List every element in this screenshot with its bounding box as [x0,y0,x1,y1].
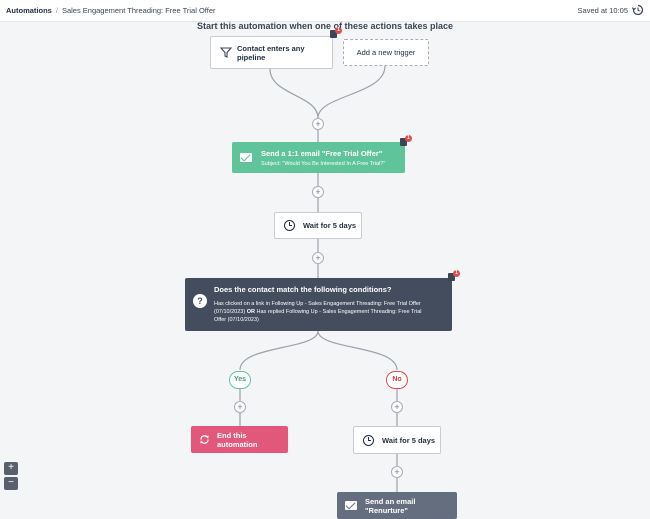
condition-or: OR [246,309,255,315]
condition-step[interactable]: ? Does the contact match the following c… [185,278,452,331]
end-icon [200,435,209,444]
end-automation-step[interactable]: End this automation [191,426,288,453]
add-step-button-no-2[interactable]: + [391,466,403,478]
email-2-label: Send an email "Renurture" [365,496,416,515]
email-icon [240,153,252,162]
breadcrumb-current: Sales Engagement Threading: Free Trial O… [61,6,216,15]
history-icon[interactable] [632,4,644,16]
condition-replied: Has replied Following Up - Sales Engagem… [256,309,422,315]
note-icon [330,30,337,38]
add-step-button[interactable]: + [312,186,324,198]
wait-step[interactable]: Wait for 5 days [274,212,362,239]
condition-date-1: (07/10/2023) [214,309,246,315]
condition-title: Does the contact match the following con… [214,285,392,294]
badge-count: 1 [405,135,412,142]
wait-label: Wait for 5 days [303,221,357,230]
trigger-contact-enters-pipeline[interactable]: Contact enters any pipeline [210,36,333,69]
breadcrumb-separator: / [55,6,58,15]
wait-step-2[interactable]: Wait for 5 days [353,426,441,454]
add-step-button[interactable]: + [312,118,324,130]
send-email-step[interactable]: Send a 1:1 email "Free Trial Offer" Subj… [232,142,405,173]
add-step-button[interactable]: + [312,252,324,264]
funnel-icon [220,47,232,58]
branch-yes[interactable]: Yes [229,371,251,389]
trigger-label: Contact enters any pipeline [237,43,305,62]
badge-count: 1 [453,270,460,277]
send-email-renurture-step[interactable]: Send an email "Renurture" [337,492,457,519]
end-label: End this automation [217,430,258,449]
email-step-title: Send a 1:1 email "Free Trial Offer" [261,148,383,158]
clock-icon [284,220,295,231]
add-trigger-label: Add a new trigger [356,48,416,57]
note-icon [448,273,455,281]
add-new-trigger-button[interactable]: Add a new trigger [343,39,429,66]
add-step-button-no[interactable]: + [391,401,403,413]
note-icon [400,138,407,146]
condition-line-2: (07/10/2023) OR Has replied Following Up… [214,308,422,316]
email-notes-badge[interactable]: 1 [400,135,414,147]
question-icon: ? [193,294,207,308]
canvas-heading: Start this automation when one of these … [196,21,454,31]
top-bar: Automations / Sales Engagement Threading… [0,0,650,22]
trigger-notes-badge[interactable]: 1 [330,27,344,39]
condition-notes-badge[interactable]: 1 [448,270,462,282]
zoom-in-button[interactable]: + [4,462,18,475]
breadcrumb-root[interactable]: Automations [6,6,52,15]
add-step-button-yes[interactable]: + [234,401,246,413]
condition-line-3: Offer (07/10/2023) [214,317,259,323]
branch-no[interactable]: No [386,371,408,389]
email-step-subject: Subject: "Would You Be Interested In A F… [261,160,386,167]
zoom-out-button[interactable]: − [4,477,18,490]
condition-line-1: Has clicked on a link in Following Up - … [214,301,421,307]
clock-icon [363,434,374,446]
wait-label: Wait for 5 days [382,435,436,445]
saved-status: Saved at 10:05 [577,6,628,15]
badge-count: 1 [335,27,342,34]
email-icon [345,501,357,510]
